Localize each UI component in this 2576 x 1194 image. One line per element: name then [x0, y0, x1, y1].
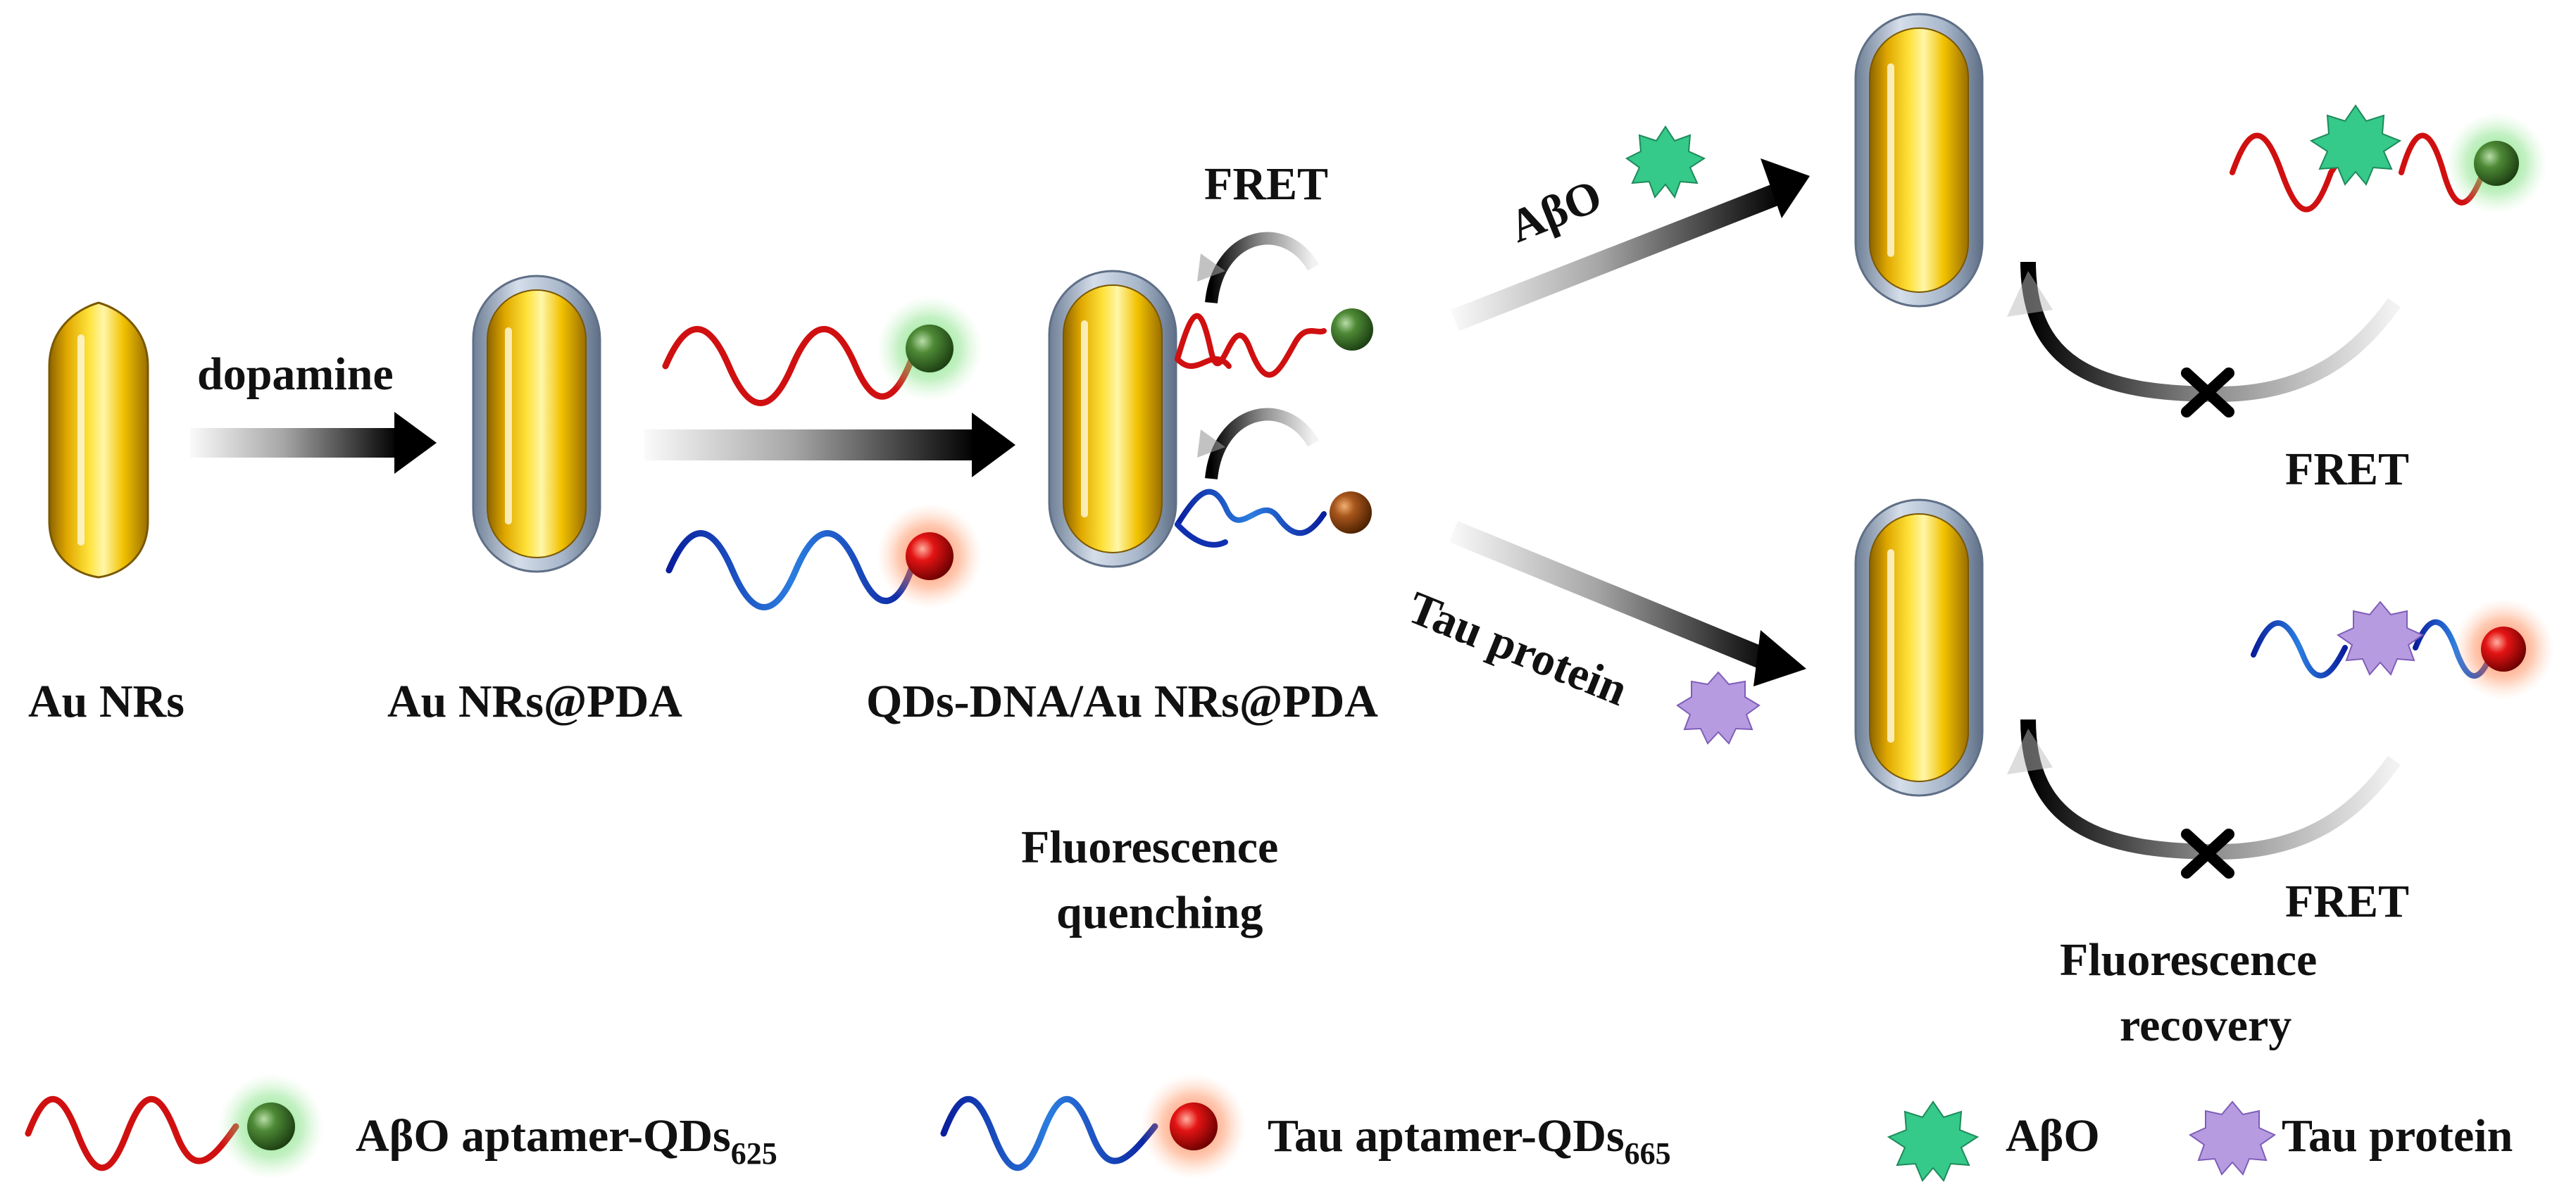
released-abo-complex [2230, 104, 2547, 214]
bound-abo-strand [1175, 308, 1373, 378]
dopamine-arrow [190, 412, 437, 474]
legend: AβO aptamer-QDs625 Tau aptamer-QDs665 Aβ… [25, 1074, 2513, 1182]
fret-label-right-bottom: FRET [2285, 876, 2409, 927]
legend-abo-label: AβO [2006, 1110, 2100, 1162]
dopamine-label: dopamine [197, 348, 394, 400]
fluorescence-recovery-line2: recovery [2120, 1000, 2291, 1051]
au-nanorod-right-top [1854, 13, 1984, 308]
assembly-arrow [644, 413, 1015, 477]
qds-dna-label: QDs-DNA/Au NRs@PDA [866, 676, 1378, 727]
tau-star-on-arrow [1676, 671, 1761, 745]
legend-abo-aptamer-label: AβO aptamer-QDs625 [356, 1110, 777, 1171]
au-nanorod-bare [48, 301, 149, 579]
au-nanorod-pda [472, 275, 601, 573]
au-nrs-pda-label: Au NRs@PDA [387, 676, 682, 727]
au-nrs-label: Au NRs [28, 676, 185, 727]
au-nanorod-right-bottom [1854, 498, 1984, 797]
tau-branch-arrow [1449, 521, 1806, 686]
legend-abo-star [1887, 1100, 1980, 1182]
au-nanorod-qds-dna [1048, 270, 1177, 568]
tau-aptamer-qd665-strand [665, 503, 982, 610]
abo-aptamer-qd625-strand [662, 296, 982, 406]
fluorescence-recovery-line1: Fluorescence [2060, 934, 2317, 986]
legend-tau-aptamer-label: Tau aptamer-QDs665 [1268, 1110, 1671, 1171]
legend-tau-label: Tau protein [2282, 1110, 2513, 1162]
fret-label-right-top: FRET [2285, 444, 2409, 495]
abo-branch-arrow [1451, 158, 1810, 331]
fluorescence-quenching-line1: Fluorescence [1021, 822, 1278, 873]
fret-curved-arrow-bottom [1197, 408, 1319, 480]
abo-star-on-arrow [1625, 125, 1706, 199]
legend-abo-aptamer-swatch [25, 1074, 324, 1179]
bound-tau-strand [1175, 489, 1372, 548]
fret-label-top: FRET [1204, 158, 1328, 210]
blocked-fret-arrow-top [2007, 261, 2401, 417]
fluorescence-quenching-line2: quenching [1056, 887, 1263, 938]
legend-tau-aptamer-swatch [940, 1074, 1246, 1179]
released-tau-complex [2251, 598, 2554, 700]
legend-tau-star [2188, 1100, 2277, 1176]
blocked-fret-arrow-bottom [2007, 719, 2401, 879]
abo-arrow-label: AβO [1502, 170, 1608, 253]
fret-curved-arrow-top [1197, 232, 1319, 304]
